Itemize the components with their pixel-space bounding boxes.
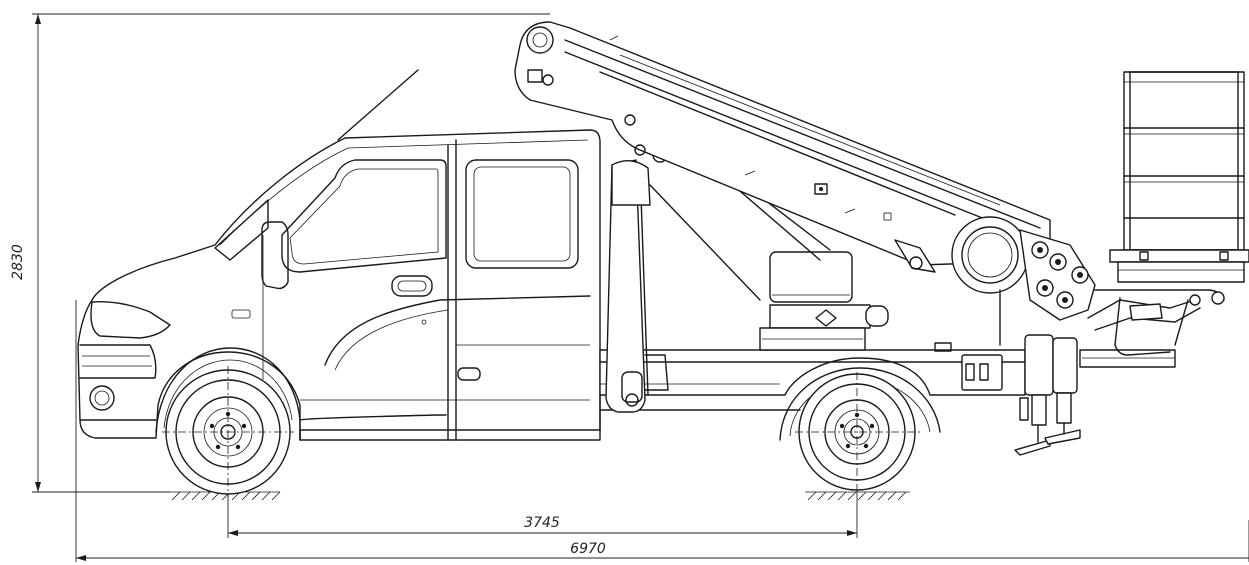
- chassis: [599, 342, 1176, 431]
- antenna: [337, 69, 419, 141]
- dimension-overall-length-label: 6970: [570, 541, 606, 557]
- dimension-wheelbase: 3745: [227, 380, 858, 538]
- front-outrigger: [605, 147, 669, 413]
- dimension-overall-length: 6970: [75, 300, 1249, 562]
- dimension-wheelbase-label: 3745: [524, 515, 560, 531]
- front-wheel: [155, 347, 301, 498]
- dimension-height: 2830: [10, 13, 550, 493]
- rear-wheel: [779, 367, 941, 492]
- rear-outriggers: [1014, 334, 1081, 456]
- platform-bucket: [1087, 71, 1249, 356]
- truck-cab: [77, 129, 601, 441]
- dimension-height-label: 2830: [10, 244, 26, 280]
- telescopic-boom: [514, 21, 1051, 273]
- turret: [759, 251, 889, 351]
- ground-hatch-rear: [805, 491, 910, 501]
- boom-head: [951, 216, 1096, 346]
